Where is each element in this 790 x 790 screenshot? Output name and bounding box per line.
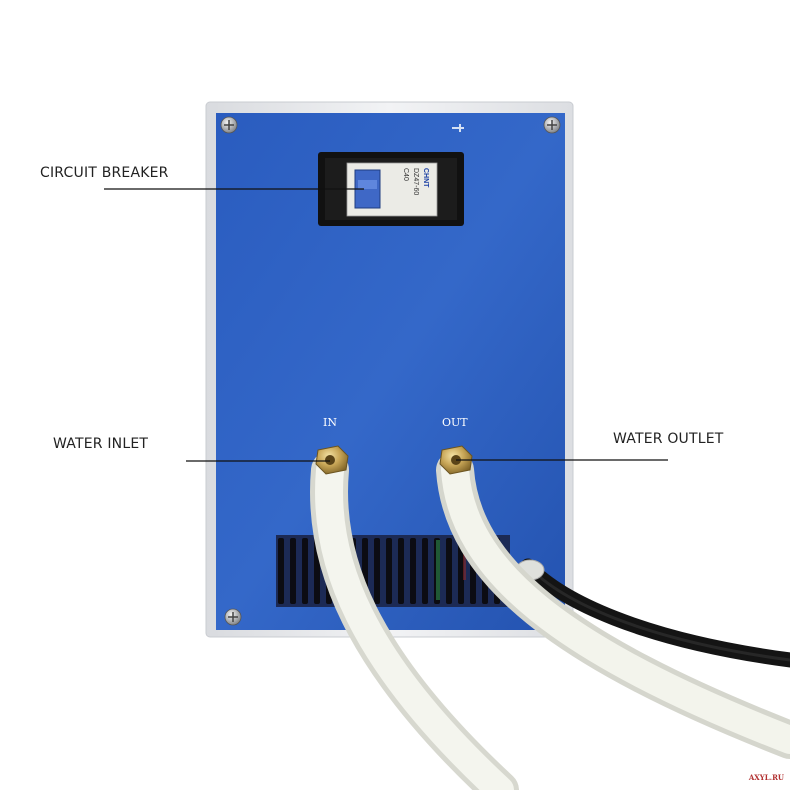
- breaker-model: DZ47-60: [412, 168, 419, 195]
- screw-icon: [224, 608, 242, 626]
- screw-icon: [543, 116, 561, 134]
- port-in-label: IN: [323, 416, 337, 429]
- water-outlet-label: WATER OUTLET: [613, 431, 724, 447]
- breaker-brand: CHNT: [422, 168, 429, 188]
- port-out-label: OUT: [442, 416, 468, 429]
- watermark: AXYL.RU: [748, 773, 784, 782]
- brass-fitting-icon: [315, 445, 349, 475]
- circuit-breaker-label: CIRCUIT BREAKER: [40, 165, 169, 181]
- key-mark: [452, 124, 464, 132]
- breaker-rating: C40: [402, 168, 409, 181]
- screw-icon: [220, 116, 238, 134]
- water-inlet-label: WATER INLET: [53, 436, 149, 452]
